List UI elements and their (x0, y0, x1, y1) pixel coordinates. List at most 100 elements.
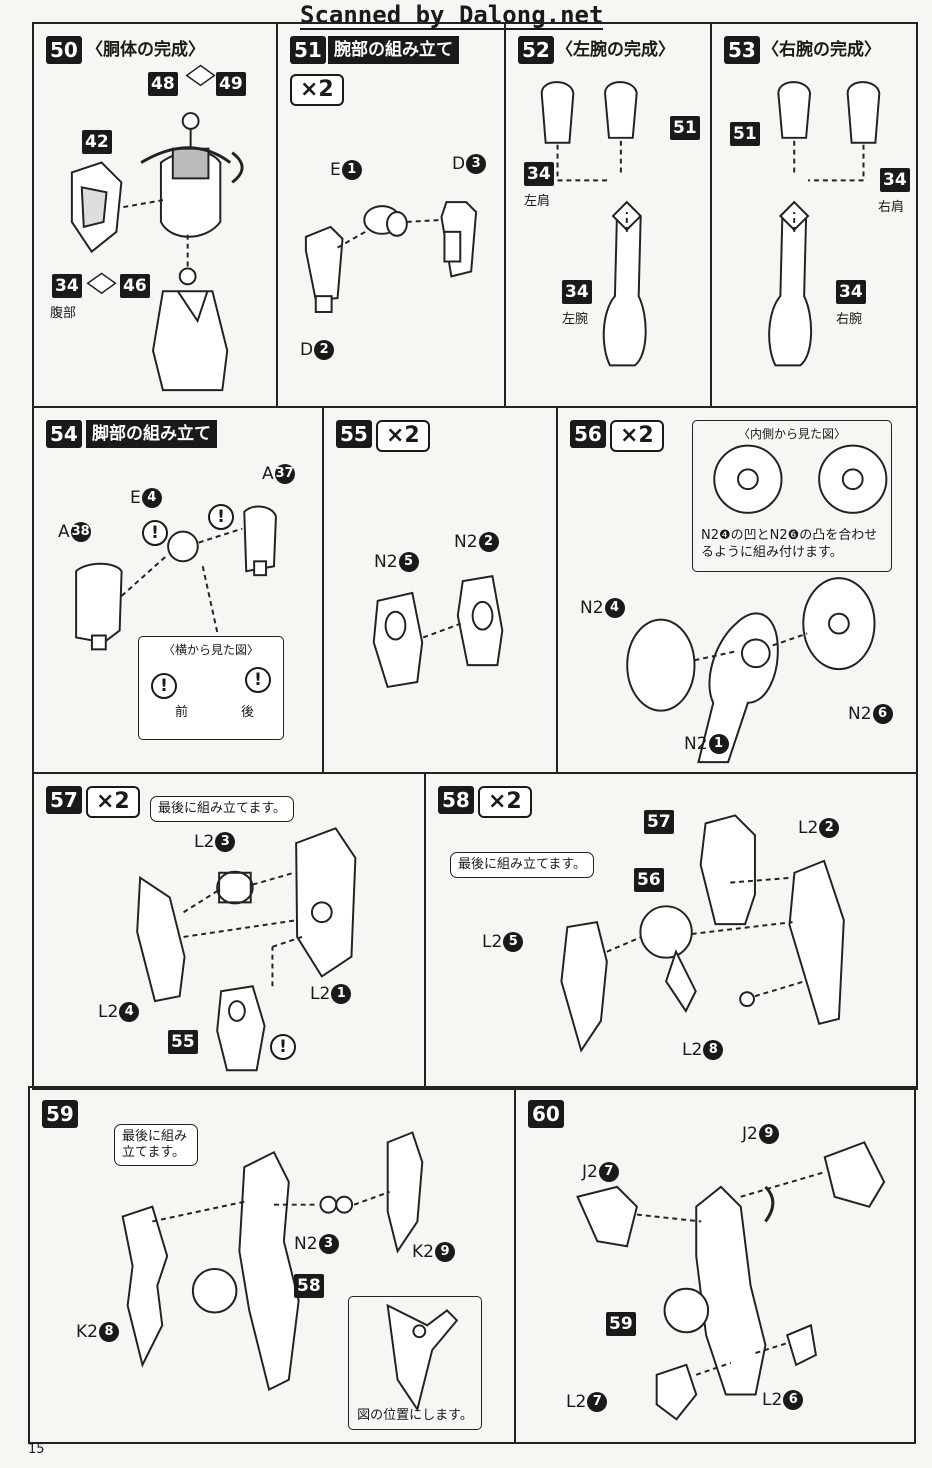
inset-caption: 図の位置にします。 (357, 1408, 473, 1423)
step-52-illustration (540, 81, 647, 367)
multiplier-badge: ×2 (290, 74, 344, 106)
multiplier-badge: ×2 (478, 786, 532, 818)
step-title: 脚部の組み立て (86, 420, 217, 448)
side-view-inset: 〈横から見た図〉 ! ! 前 後 (138, 636, 284, 740)
inside-view-inset: 〈内側から見た図〉 N2❹の凹とN2❻の凸を合わせるように組み付けます。 (692, 420, 892, 572)
step-number: 55 (336, 420, 372, 448)
step-56-illustration (626, 444, 888, 764)
step-59-illustration (121, 1131, 459, 1412)
part-tag: 51 (670, 116, 700, 140)
step-title: 腕部の組み立て (328, 36, 459, 64)
sub-label: 右腕 (836, 312, 863, 327)
step-55-illustration (372, 575, 504, 689)
part-tag: 34 (562, 280, 592, 304)
assembly-note: 最後に組み立てます。 (150, 796, 295, 822)
step-58-illustration (560, 814, 845, 1053)
back-label: 後 (241, 705, 255, 720)
part-tag: 48 (148, 72, 178, 96)
step-number: 52 (518, 36, 554, 64)
front-label: 前 (175, 705, 189, 720)
part-tag: 34 (836, 280, 866, 304)
step-number: 59 (42, 1100, 78, 1128)
part-tag: 34 (524, 162, 554, 186)
part-tag: 57 (644, 810, 674, 834)
step-number: 51 (290, 36, 326, 64)
step-number: 53 (724, 36, 760, 64)
part-tag: 46 (120, 274, 150, 298)
step-53-illustration (768, 81, 881, 367)
sub-label: 左肩 (524, 194, 551, 209)
part-tag: 34 (52, 274, 82, 298)
step-50-panel: 50 〈胴体の完成〉 48 49 42 34 46 腹部 (34, 24, 278, 406)
step-title: 〈胴体の完成〉 (86, 40, 205, 60)
step-51-illustration (304, 201, 478, 313)
step-number: 58 (438, 786, 474, 814)
inset-note: N2❹の凹とN2❻の凸を合わせるように組み付けます。 (701, 528, 878, 560)
step-52-panel: 52 〈左腕の完成〉 34 左肩 51 34 左腕 (506, 24, 712, 406)
multiplier-badge: ×2 (610, 420, 664, 452)
step-53-panel: 53 〈右腕の完成〉 51 34 右肩 34 右腕 (712, 24, 918, 406)
caution-icon: ! (245, 667, 271, 693)
inset-title: 〈横から見た図〉 (162, 643, 259, 657)
part-tag: 56 (634, 868, 664, 892)
sub-label: 右肩 (878, 200, 905, 215)
step-50-illustration (70, 64, 244, 392)
sub-label: 腹部 (50, 306, 77, 321)
part-tag: 55 (168, 1030, 198, 1054)
assembly-note: 最後に組み立てます。 (450, 852, 595, 878)
step-number: 56 (570, 420, 606, 448)
caution-icon: ! (270, 1034, 296, 1060)
step-number: 57 (46, 786, 82, 814)
step-title: 〈右腕の完成〉 (762, 40, 881, 60)
assembly-note: 最後に組み立てます。 (114, 1124, 198, 1166)
inset-title: 〈内側から見た図〉 (737, 427, 846, 441)
part-tag: 49 (216, 72, 246, 96)
step-number: 50 (46, 36, 82, 64)
part-tag: 42 (82, 130, 112, 154)
step-title: 〈左腕の完成〉 (556, 40, 675, 60)
multiplier-badge: ×2 (86, 786, 140, 818)
step-number: 60 (528, 1100, 564, 1128)
part-tag: 51 (730, 122, 760, 146)
page-number: 15 (28, 1442, 45, 1457)
step-number: 54 (46, 420, 82, 448)
step-60-illustration (576, 1141, 886, 1421)
step-56-panel: 56 ×2 〈内側から見た図〉 N2❹の凹とN2❻の凸を合わせるように組み付けま… (558, 408, 920, 772)
caution-icon: ! (151, 673, 177, 699)
sub-label: 左腕 (562, 312, 589, 327)
caution-icon: ! (142, 520, 168, 546)
step-57-illustration (136, 827, 357, 1072)
multiplier-badge: ×2 (376, 420, 430, 452)
part-tag: 34 (880, 168, 910, 192)
